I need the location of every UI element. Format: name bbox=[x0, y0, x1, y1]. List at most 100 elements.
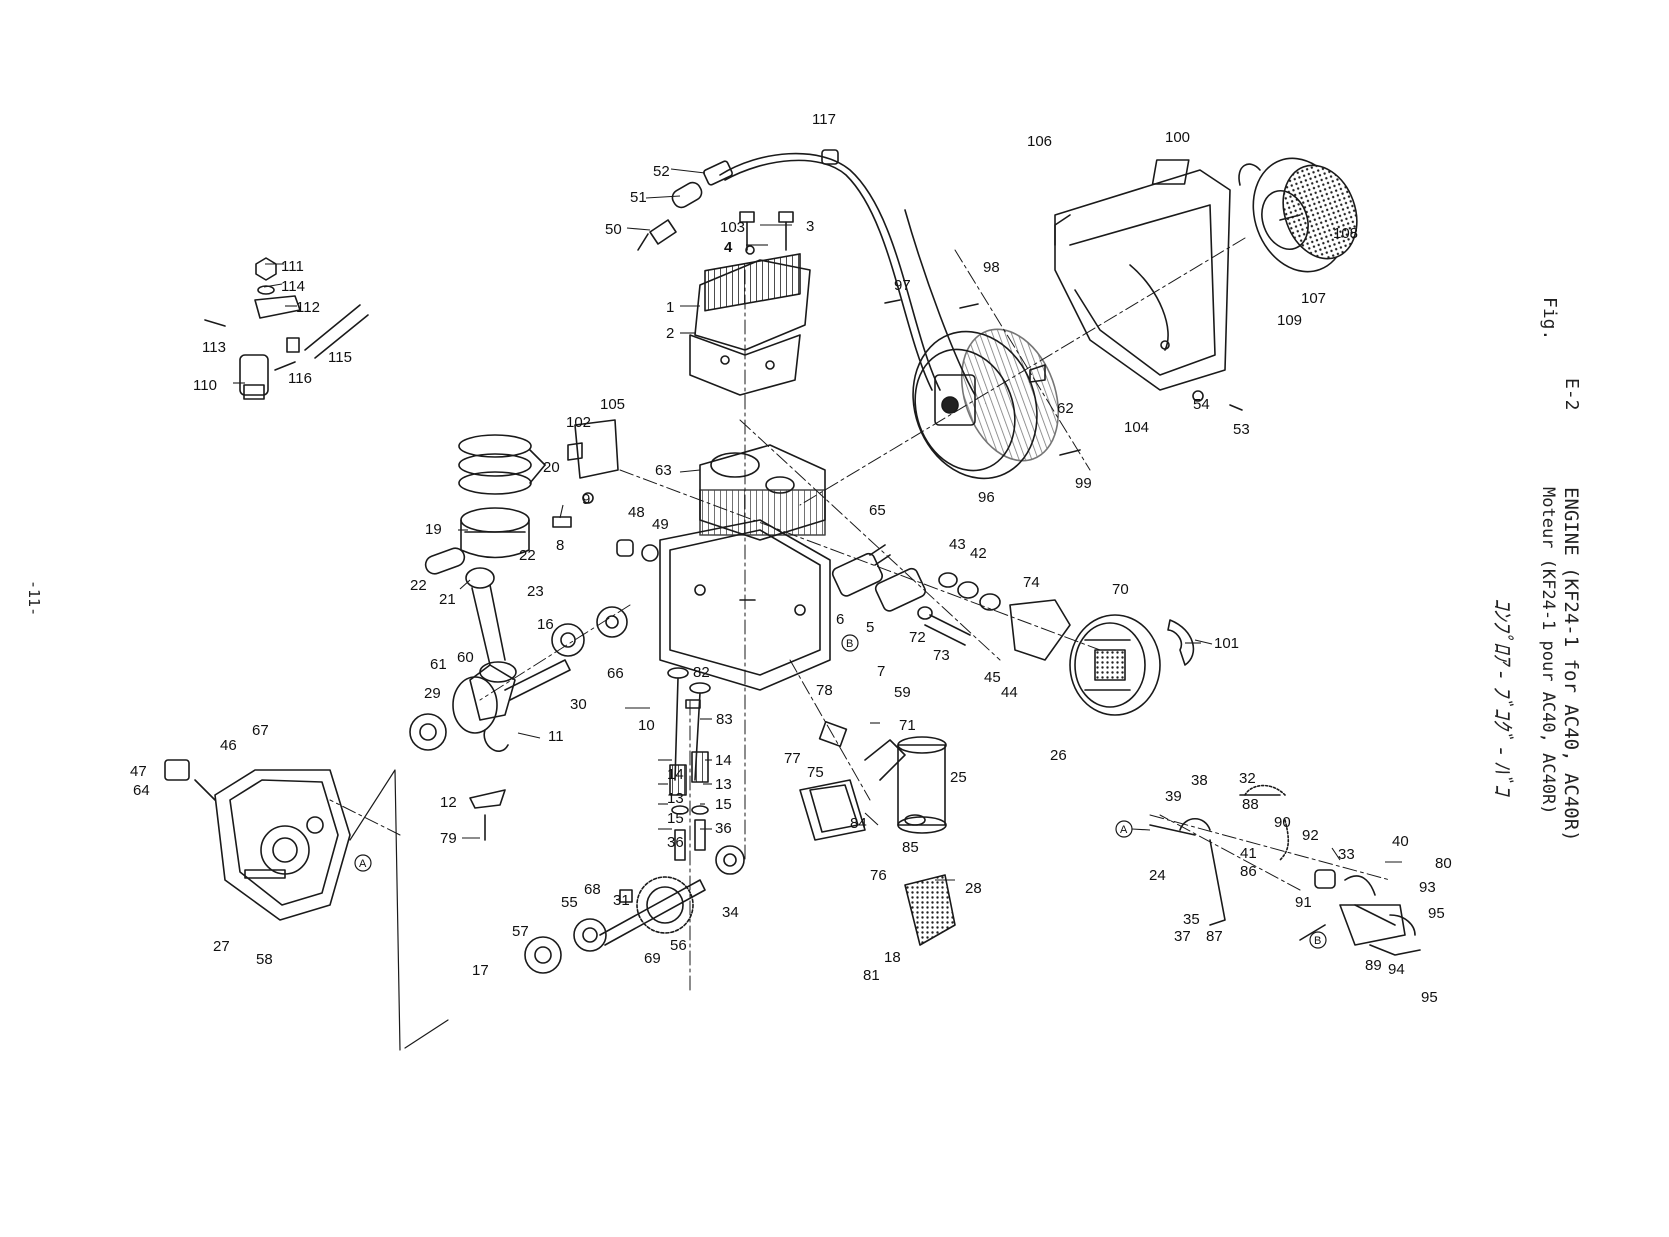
callout-label: 22 bbox=[410, 577, 427, 594]
callout-label: 54 bbox=[1193, 396, 1210, 413]
callout-label: 10 bbox=[638, 717, 655, 734]
marker-a-linkage: A bbox=[1120, 824, 1128, 836]
ignition-cable bbox=[719, 152, 941, 391]
callout-label: 90 bbox=[1274, 814, 1291, 831]
callout-label: 63 bbox=[655, 462, 672, 479]
spark-plug bbox=[637, 219, 677, 251]
callout-label: 95 bbox=[1428, 905, 1445, 922]
callout-label: 44 bbox=[1001, 684, 1018, 701]
callout-label: 86 bbox=[1240, 863, 1257, 880]
callout-label: 77 bbox=[784, 750, 801, 767]
callout-label: 116 bbox=[288, 370, 312, 387]
callout-label: 92 bbox=[1302, 827, 1319, 844]
callout-label: 29 bbox=[424, 685, 441, 702]
callout-label: 66 bbox=[607, 665, 624, 682]
callout-label: 109 bbox=[1277, 312, 1303, 329]
crankshaft bbox=[452, 659, 571, 734]
circle-markers bbox=[354, 634, 1327, 949]
callout-label: 1 bbox=[666, 299, 675, 316]
plug-cap bbox=[703, 160, 733, 186]
callout-label: 3 bbox=[806, 218, 815, 235]
callout-label: 26 bbox=[1050, 747, 1067, 764]
callout-label: 80 bbox=[1435, 855, 1452, 872]
callout-label: 84 bbox=[850, 815, 867, 832]
callout-label: 16 bbox=[537, 616, 554, 633]
cable-grommet bbox=[821, 149, 839, 165]
callout-label: 5 bbox=[866, 619, 875, 636]
callout-label: 101 bbox=[1214, 635, 1240, 652]
callout-label: 34 bbox=[722, 904, 739, 921]
callout-label: 70 bbox=[1112, 581, 1129, 598]
callout-label: 72 bbox=[909, 629, 926, 646]
callout-label: 110 bbox=[193, 377, 217, 394]
callout-label: 78 bbox=[816, 682, 833, 699]
callout-label: 95 bbox=[1421, 989, 1438, 1006]
callout-label: 108 bbox=[1333, 225, 1359, 242]
valves bbox=[667, 667, 711, 861]
callout-label: 28 bbox=[965, 880, 982, 897]
callout-label: 96 bbox=[978, 489, 995, 506]
cylinder-head bbox=[689, 253, 811, 396]
callout-label: 46 bbox=[220, 737, 237, 754]
callout-label: 35 bbox=[1183, 911, 1200, 928]
fig-label: Fig. bbox=[1539, 297, 1560, 341]
callout-label: 36 bbox=[667, 834, 684, 851]
callout-label: 38 bbox=[1191, 772, 1208, 789]
callout-label: 33 bbox=[1338, 846, 1355, 863]
fuel-cock bbox=[204, 257, 369, 400]
callout-label: 19 bbox=[425, 521, 442, 538]
callout-label: 31 bbox=[613, 892, 630, 909]
callout-label: 47 bbox=[130, 763, 147, 780]
carburetor bbox=[831, 552, 1071, 661]
fan-shroud bbox=[1054, 169, 1231, 391]
callout-label: 14 bbox=[715, 752, 732, 769]
callout-label: 83 bbox=[716, 711, 733, 728]
callout-label: 6 bbox=[836, 611, 845, 628]
callout-label: 88 bbox=[1242, 796, 1259, 813]
page-number: -11- bbox=[25, 580, 43, 617]
callout-label: 23 bbox=[527, 583, 544, 600]
callout-label: 40 bbox=[1392, 833, 1409, 850]
callout-label: 15 bbox=[667, 810, 684, 827]
callout-label: 65 bbox=[869, 502, 886, 519]
callout-label: 62 bbox=[1057, 400, 1074, 417]
callout-label: 94 bbox=[1388, 961, 1405, 978]
cover-bracket-line bbox=[349, 769, 401, 1051]
callout-label: 9 bbox=[582, 491, 591, 508]
callout-label: 42 bbox=[970, 545, 987, 562]
callout-label: 117 bbox=[812, 111, 836, 128]
callout-label: 100 bbox=[1165, 129, 1191, 146]
callout-label: 2 bbox=[666, 325, 675, 342]
callout-label: 45 bbox=[984, 669, 1001, 686]
callout-label: 57 bbox=[512, 923, 529, 940]
handwritten-note: ｺﾝﾌﾟﾛｱ - ﾌﾞｺｸﾞ - ﾊﾞｺ bbox=[1489, 598, 1514, 795]
callout-label: 82 bbox=[693, 664, 710, 681]
callout-label: 73 bbox=[933, 647, 950, 664]
callout-label: 48 bbox=[628, 504, 645, 521]
callout-label: 69 bbox=[644, 950, 661, 967]
callout-label: 75 bbox=[807, 764, 824, 781]
piston-rings bbox=[458, 434, 546, 495]
callout-label: 20 bbox=[543, 459, 560, 476]
callout-label: 13 bbox=[715, 776, 732, 793]
callout-label: 64 bbox=[133, 782, 150, 799]
callout-label: 85 bbox=[902, 839, 919, 856]
callout-label: 15 bbox=[715, 796, 732, 813]
piston bbox=[424, 507, 530, 575]
marker-a-cover: A bbox=[359, 858, 367, 870]
title-english: ENGINE (KF24-1 for AC40, AC40R) bbox=[1560, 487, 1582, 842]
connecting-rod bbox=[465, 567, 517, 841]
callout-label: 27 bbox=[213, 938, 230, 955]
callout-label: 89 bbox=[1365, 957, 1382, 974]
callout-label: 30 bbox=[570, 696, 587, 713]
plug-boot bbox=[671, 181, 703, 209]
marker-b-intake: B bbox=[846, 638, 854, 650]
callout-label: 60 bbox=[457, 649, 474, 666]
camshaft bbox=[599, 876, 706, 946]
callout-label: 67 bbox=[252, 722, 269, 739]
title-french: Moteur (KF24-1 pour AC40, AC40R) bbox=[1538, 487, 1558, 815]
callout-label: 74 bbox=[1023, 574, 1040, 591]
callout-label: 68 bbox=[584, 881, 601, 898]
callout-label: 50 bbox=[605, 221, 622, 238]
